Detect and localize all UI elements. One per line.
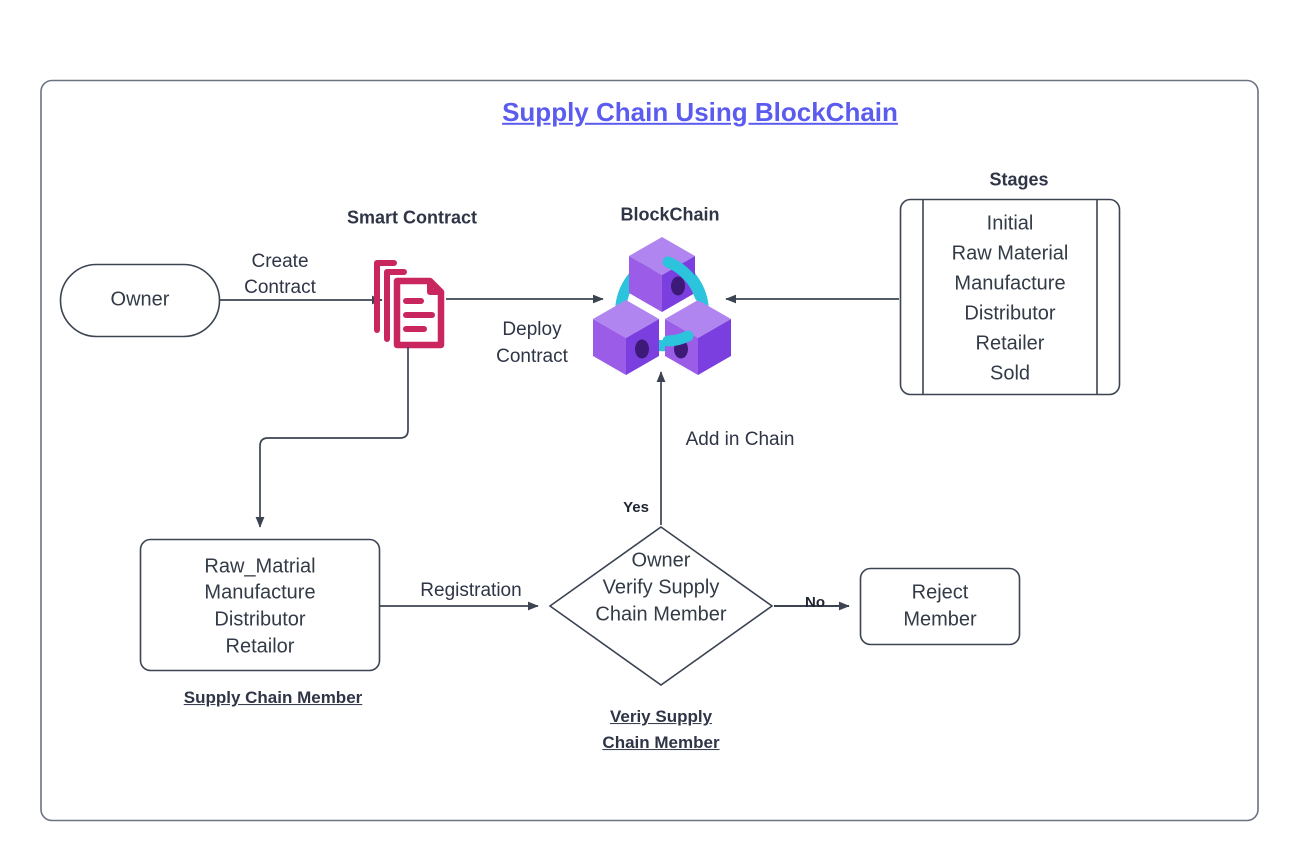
member-item-3: Retailor xyxy=(225,635,295,658)
decision-line-1: Verify Supply xyxy=(602,576,720,599)
blockchain-icon[interactable] xyxy=(593,237,731,375)
edge-contract-to-member xyxy=(255,347,409,528)
stages-item-1: Raw Material xyxy=(951,242,1069,265)
stages-item-2: Manufacture xyxy=(954,272,1066,295)
decision-shape[interactable] xyxy=(548,526,774,686)
blockchain-header: BlockChain xyxy=(620,204,720,225)
edge-label-deploy-2: Contract xyxy=(496,345,568,367)
decision-line-2: Chain Member xyxy=(595,603,727,626)
edge-label-yes: Yes xyxy=(623,499,649,517)
smart-contract-icon[interactable] xyxy=(374,260,445,349)
page-title: Supply Chain Using BlockChain xyxy=(502,96,898,127)
supply-chain-member-shape[interactable] xyxy=(139,538,381,672)
reject-member-line1: Reject xyxy=(911,581,969,604)
edge-label-deploy: Deploy xyxy=(502,318,562,340)
stages-shape[interactable] xyxy=(899,198,1121,396)
edge-label-create: Create xyxy=(251,250,309,272)
stages-header: Stages xyxy=(989,169,1049,190)
stages-item-0: Initial xyxy=(986,212,1034,235)
cube-left xyxy=(593,300,659,375)
owner-shape[interactable] xyxy=(59,263,221,338)
stages-item-5: Sold xyxy=(989,362,1031,385)
smart-contract-header: Smart Contract xyxy=(346,207,478,228)
edge-label-create-2: Contract xyxy=(244,276,316,298)
cube-right xyxy=(665,300,731,375)
decision-line-0: Owner xyxy=(631,549,691,572)
supply-chain-member-caption: Supply Chain Member xyxy=(183,688,363,708)
member-item-1: Manufacture xyxy=(204,581,316,604)
decision-caption-line2: Chain Member xyxy=(602,733,720,753)
edge-label-add-in-chain: Add in Chain xyxy=(685,428,795,450)
member-item-2: Distributor xyxy=(214,608,306,631)
edge-label-no: No xyxy=(805,594,825,612)
decision-caption-line1: Veriy Supply xyxy=(609,707,713,727)
edge-label-registration: Registration xyxy=(420,579,522,601)
stages-item-3: Distributor xyxy=(964,302,1056,325)
reject-member-line2: Member xyxy=(903,608,977,631)
reject-member-shape[interactable] xyxy=(859,567,1021,646)
stages-item-4: Retailer xyxy=(975,332,1045,355)
member-item-0: Raw_Matrial xyxy=(204,555,316,578)
owner-label: Owner xyxy=(110,288,170,311)
